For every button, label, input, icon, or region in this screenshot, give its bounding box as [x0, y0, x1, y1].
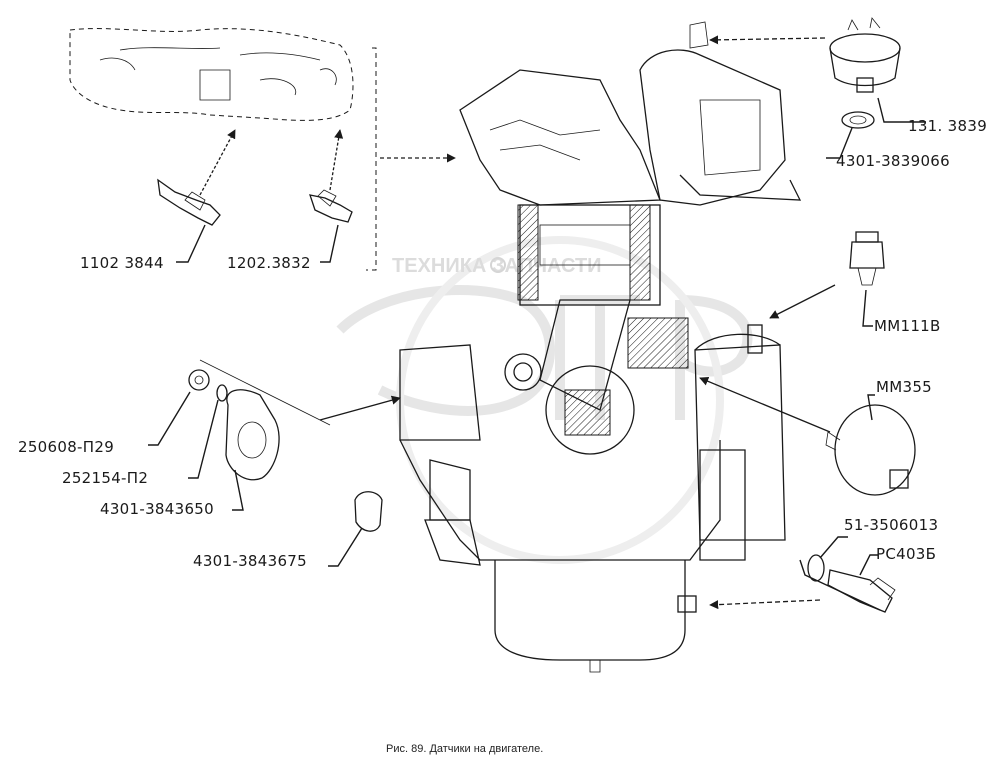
label-mm111b: ММ111В: [874, 317, 941, 335]
label-4301-3839066: 4301-3839066: [836, 152, 950, 170]
label-4301-3843675: 4301-3843675: [193, 552, 307, 570]
gasket-4301-3839066-drawing: [841, 111, 875, 129]
manifold-outline: [69, 28, 354, 121]
label-131-3839: 131. 3839: [908, 117, 987, 135]
watermark-text: ТЕХНИКА ЗАПЧАСТИ: [392, 255, 602, 277]
label-rc403b: РС403Б: [876, 545, 936, 563]
watermark: ТЕХНИКА ЗАПЧАСТИ: [336, 236, 753, 564]
sensor-mm355-drawing: [699, 376, 916, 496]
sensor-mm111b-drawing: [747, 231, 885, 354]
label-1202-3832: 1202.3832: [227, 254, 311, 272]
label-250608-p29: 250608-П29: [18, 438, 114, 456]
sensor-rc403b-drawing: [677, 554, 896, 613]
flange-assembly-drawing: [188, 359, 383, 532]
leader-lines: [148, 97, 926, 576]
sensor-1102-drawing: [157, 129, 236, 226]
engine-block: [319, 49, 802, 673]
label-252154-p2: 252154-П2: [62, 469, 148, 487]
label-51-3506013: 51-3506013: [844, 516, 938, 534]
label-mm355: ММ355: [876, 378, 932, 396]
label-1102-3844: 1102 3844: [80, 254, 164, 272]
gear-icon: [490, 257, 506, 273]
sensor-131-drawing: [689, 17, 901, 93]
bracket-line: [366, 47, 377, 271]
label-4301-3843650: 4301-3843650: [100, 500, 214, 518]
sensor-1202-drawing: [309, 129, 353, 223]
figure-caption: Рис. 89. Датчики на двигателе.: [386, 743, 543, 755]
